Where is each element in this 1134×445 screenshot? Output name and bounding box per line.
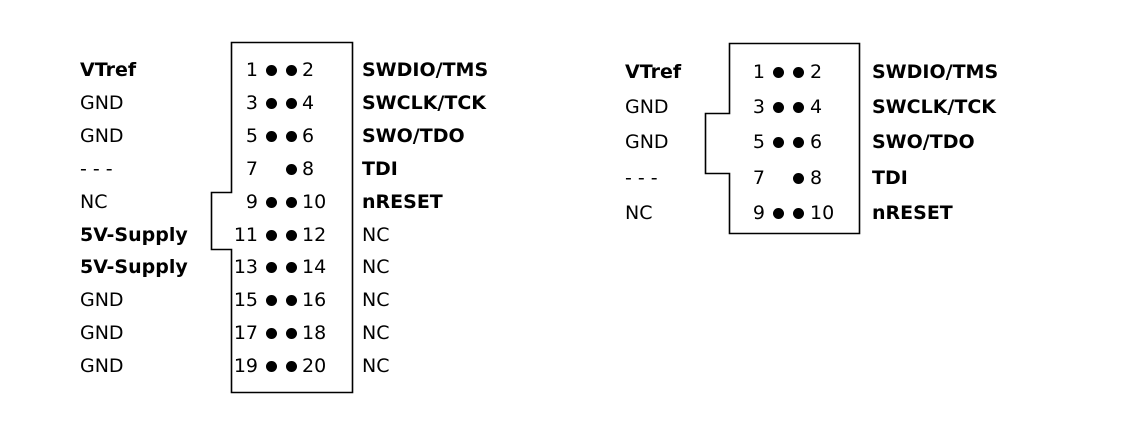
- pin-dot: [773, 67, 784, 78]
- signal-label-right: SWDIO/TMS: [872, 61, 999, 83]
- signal-label-right: TDI: [362, 157, 398, 180]
- signal-label-left: GND: [625, 96, 669, 119]
- signal-label-right: SWCLK/TCK: [872, 96, 996, 119]
- signal-label-right: NC: [362, 223, 390, 246]
- pin-number: 18: [302, 322, 327, 345]
- pin-dot: [286, 163, 297, 175]
- signal-label-left: NC: [80, 190, 108, 213]
- signal-label-left: GND: [80, 355, 124, 378]
- pin-dot: [266, 361, 277, 373]
- pin-number: 10: [302, 190, 327, 213]
- signal-label-left: GND: [80, 124, 124, 147]
- pin-number: 8: [302, 157, 315, 180]
- signal-label-left: GND: [625, 131, 669, 154]
- pin-number: 19: [233, 355, 258, 378]
- pin-dot: [286, 295, 297, 307]
- pin-number: 1: [752, 61, 765, 83]
- pin-number: 7: [245, 157, 258, 180]
- signal-label-left: VTref: [80, 59, 137, 81]
- pin-number: 17: [233, 322, 258, 345]
- pin-dot: [266, 262, 277, 274]
- pin-number: 8: [810, 166, 823, 189]
- pin-dot: [266, 65, 277, 76]
- signal-label-left: NC: [625, 201, 653, 224]
- signal-label-right: SWO/TDO: [362, 124, 465, 147]
- connector-10pin-outline: [704, 42, 861, 235]
- pin-dot: [286, 262, 297, 274]
- signal-label-left: VTref: [625, 61, 682, 83]
- pin-number: 3: [752, 96, 765, 119]
- connector-20pin-outline: [210, 41, 354, 394]
- pin-number: 9: [245, 190, 258, 213]
- signal-label-right: NC: [362, 322, 390, 345]
- signal-label-right: nRESET: [362, 190, 443, 213]
- pin-number: 6: [302, 124, 315, 147]
- pin-number: 16: [302, 289, 327, 312]
- pin-dot: [266, 295, 277, 307]
- pin-dot: [266, 196, 277, 208]
- pin-dot: [793, 172, 804, 184]
- pin-dot: [266, 229, 277, 241]
- pin-number: 5: [752, 131, 765, 154]
- signal-label-right: TDI: [872, 166, 908, 189]
- signal-label-right: NC: [362, 289, 390, 312]
- pin-dot: [773, 102, 784, 114]
- pin-number: 12: [302, 223, 327, 246]
- pin-dot: [286, 130, 297, 142]
- pin-dot: [286, 196, 297, 208]
- pin-number: 14: [302, 256, 327, 279]
- signal-label-right: SWO/TDO: [872, 131, 975, 154]
- signal-label-right: NC: [362, 256, 390, 279]
- signal-label-right: nRESET: [872, 201, 953, 224]
- pin-dot: [266, 130, 277, 142]
- pin-number: 4: [810, 96, 823, 119]
- pin-number: 10: [810, 201, 835, 224]
- pin-dot: [793, 137, 804, 149]
- pin-dot: [286, 65, 297, 76]
- pin-number: 13: [233, 256, 258, 279]
- pin-dot: [793, 102, 804, 114]
- signal-label-right: SWDIO/TMS: [362, 59, 489, 81]
- pin-number: 6: [810, 131, 823, 154]
- pin-dot: [793, 67, 804, 78]
- pin-number: 1: [245, 59, 258, 81]
- signal-label-left: GND: [80, 322, 124, 345]
- pin-number: 2: [302, 59, 315, 81]
- pin-number: 9: [752, 201, 765, 224]
- signal-label-left: 5V-Supply: [80, 223, 188, 246]
- signal-label-left: GND: [80, 91, 124, 114]
- pin-number: 5: [245, 124, 258, 147]
- signal-label-left: GND: [80, 289, 124, 312]
- pin-number: 2: [810, 61, 823, 83]
- pin-number: 20: [302, 355, 327, 378]
- pin-number: 15: [233, 289, 258, 312]
- signal-label-right: NC: [362, 355, 390, 378]
- pin-number: 3: [245, 91, 258, 114]
- pin-dot: [773, 207, 784, 219]
- pin-dot: [266, 97, 277, 109]
- pin-number: 7: [752, 166, 765, 189]
- pin-dot: [773, 137, 784, 149]
- pin-dot: [286, 361, 297, 373]
- pin-dot: [286, 229, 297, 241]
- signal-label-left: - - -: [80, 157, 113, 180]
- signal-label-left: 5V-Supply: [80, 256, 188, 279]
- pin-dot: [266, 328, 277, 340]
- pin-number: 11: [233, 223, 258, 246]
- pin-dot: [286, 97, 297, 109]
- pin-dot: [793, 207, 804, 219]
- signal-label-left: - - -: [625, 166, 658, 189]
- pin-dot: [286, 328, 297, 340]
- pin-number: 4: [302, 91, 315, 114]
- signal-label-right: SWCLK/TCK: [362, 91, 486, 114]
